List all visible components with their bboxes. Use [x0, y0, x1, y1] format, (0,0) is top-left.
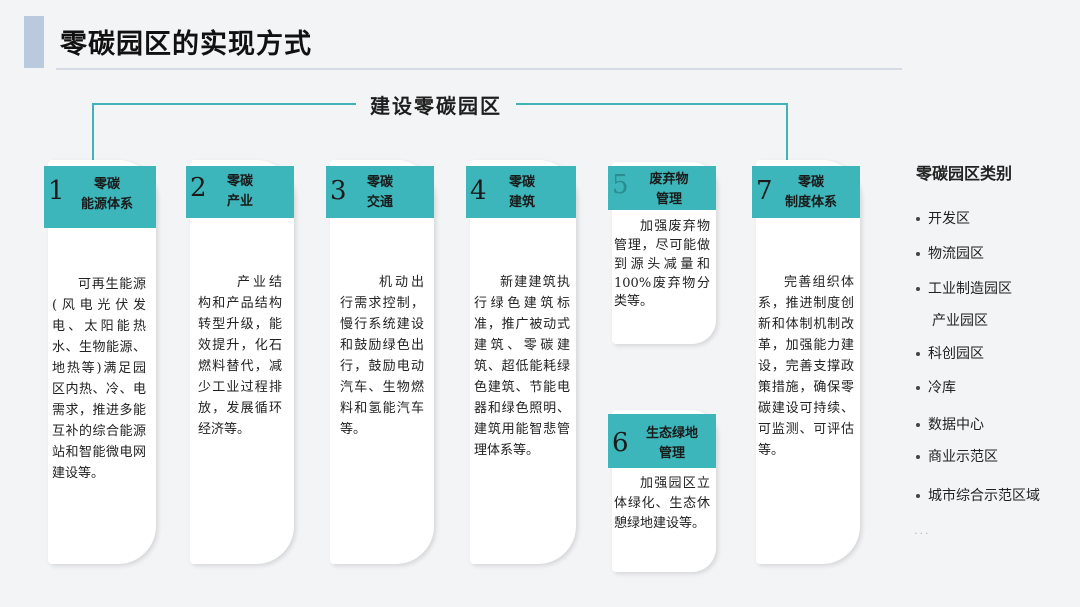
- card-6-number: 6: [612, 428, 629, 458]
- card-5-caption: 废弃物 管理: [649, 172, 689, 208]
- card-6-tab: [608, 414, 716, 468]
- connector-label: 建设零碳园区: [356, 90, 516, 119]
- title-divider: [56, 68, 902, 70]
- card-5-number: 5: [612, 170, 629, 200]
- bullet-icon: [916, 287, 920, 291]
- legend-item: 冷库: [916, 377, 956, 397]
- legend-item: 科创园区: [916, 343, 984, 363]
- legend-item: 数据中心: [916, 414, 984, 434]
- card-5-text: 加强废弃物管理，尽可能做到源头减量和100%废弃物分类等。: [614, 219, 710, 310]
- legend-item: 物流园区: [916, 243, 984, 263]
- card-6-text: 加强园区立体绿化、生态休憩绿地建设等。: [614, 476, 710, 532]
- connector-stem-left: [92, 103, 94, 161]
- legend-title: 零碳园区类别: [916, 164, 1013, 183]
- card-3-tab: [326, 166, 434, 218]
- legend-ellipsis: ...: [914, 524, 931, 537]
- legend-item: 开发区: [916, 208, 970, 228]
- bullet-icon: [916, 352, 920, 356]
- bullet-icon: [916, 494, 920, 498]
- card-7-caption: 零碳 制度体系: [784, 175, 837, 211]
- legend-item: 产业园区: [932, 313, 988, 329]
- connector-stem-right: [786, 103, 788, 161]
- card-4-caption: 零碳 建筑: [508, 175, 535, 211]
- card-1-text: 可再生能源(风电光伏发电、太阳能热水、生物能源、地热等)满足园区内热、冷、电需求…: [52, 277, 146, 482]
- card-4-number: 4: [470, 176, 487, 206]
- bullet-icon: [916, 455, 920, 459]
- bullet-icon: [916, 386, 920, 390]
- card-2-tab: [186, 166, 294, 218]
- card-7-number: 7: [756, 176, 773, 206]
- page-title: 零碳园区的实现方式: [60, 29, 312, 60]
- card-3-text: 机动出行需求控制，慢行系统建设和鼓励绿色出行，鼓励电动汽车、生物燃料和氢能汽车等…: [340, 275, 424, 438]
- card-7-tab: [752, 166, 860, 218]
- card-4-text: 新建建筑执行绿色建筑标准，推广被动式建筑、零碳建筑、超低能耗绿色建筑、节能电器和…: [474, 275, 570, 459]
- card-1-number: 1: [48, 176, 65, 206]
- card-1-caption: 零碳 能源体系: [80, 177, 133, 213]
- card-5-tab: [608, 166, 716, 210]
- card-6-caption: 生态绿地 管理: [645, 426, 698, 462]
- card-7-text: 完善组织体系，推进制度创新和体制机制改革，加强能力建设，完善支撑政策措施，确保零…: [758, 275, 854, 459]
- card-3-caption: 零碳 交通: [366, 175, 393, 211]
- bullet-icon: [916, 252, 920, 256]
- legend-item: 工业制造园区: [916, 278, 1012, 298]
- bullet-icon: [916, 423, 920, 427]
- title-accent-bar: [24, 16, 44, 68]
- legend-item: 城市综合示范区域: [916, 485, 1040, 505]
- card-2-caption: 零碳 产业: [226, 174, 253, 210]
- card-1-tab: [44, 166, 156, 228]
- legend-item: 商业示范区: [916, 446, 998, 466]
- card-3-number: 3: [330, 176, 347, 206]
- bullet-icon: [916, 217, 920, 221]
- card-2-text: 产业结构和产品结构转型升级，能效提升，化石燃料替代，减少工业过程排放，发展循环经…: [198, 275, 282, 438]
- card-2-number: 2: [190, 173, 207, 203]
- card-4-tab: [466, 166, 576, 218]
